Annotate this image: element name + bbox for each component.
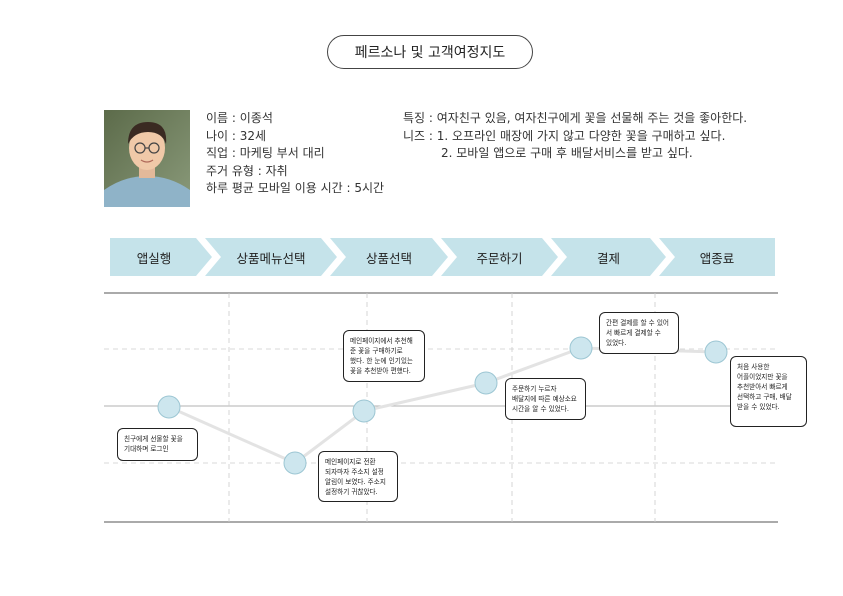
note-payment: 간편 결제를 할 수 있어 서 빠르게 결제할 수 있었다.	[599, 312, 679, 354]
step-product-menu: 상품메뉴선택	[205, 238, 337, 276]
journey-node-product-select	[352, 399, 376, 423]
journey-node-order	[474, 371, 498, 395]
step-label: 앱실행	[136, 250, 172, 266]
note-product-menu: 메인페이지로 전환 되자마자 주소지 설정 알림이 보였다. 주소지 설정하기 …	[318, 451, 398, 502]
persona-job: 직업 : 마케팅 부서 대리	[206, 146, 325, 160]
persona-name: 이름 : 이종석	[206, 111, 273, 125]
persona-housing: 주거 유형 : 자취	[206, 163, 288, 178]
persona-need-1: 니즈 : 1. 오프라인 매장에 가지 않고 다양한 꽃을 구매하고 싶다.	[403, 128, 726, 143]
journey-node-app-exit	[704, 340, 728, 364]
journey-emotion-curve	[168, 346, 717, 465]
step-app-launch: 앱실행	[110, 238, 212, 276]
journey-node-product-menu	[283, 451, 307, 475]
persona-basic-info: 이름 : 이종석 나이 : 32세 직업 : 마케팅 부서 대리 주거 유형 :…	[206, 110, 384, 198]
persona-need-2: 2. 모바일 앱으로 구매 후 배달서비스를 받고 싶다.	[441, 146, 693, 160]
step-chevron-shape	[659, 238, 775, 276]
step-chevron-shape	[441, 238, 558, 276]
step-label: 주문하기	[476, 250, 523, 266]
note-order: 주문하기 누르자 배달지에 따른 예상소요 시간을 알 수 있었다.	[505, 378, 586, 420]
persona-avatar	[104, 110, 190, 207]
note-app-launch: 친구에게 선물할 꽃을 기대하며 로그인	[117, 428, 198, 461]
step-chevron-shape	[110, 238, 212, 276]
step-chevron-shape	[330, 238, 448, 276]
step-chevron-shape	[551, 238, 666, 276]
step-label: 결제	[596, 250, 620, 266]
step-app-exit: 앱종료	[659, 238, 775, 276]
step-order: 주문하기	[441, 238, 558, 276]
note-product-select: 메인페이지에서 추천해 준 꽃을 구매하기로 했다. 한 눈에 인기있는 꽃을 …	[343, 330, 425, 382]
journey-node-payment	[569, 336, 593, 360]
step-label: 앱종료	[699, 250, 735, 266]
persona-age: 나이 : 32세	[206, 128, 267, 143]
step-payment: 결제	[551, 238, 666, 276]
step-label: 상품선택	[365, 250, 412, 266]
persona-traits: 특징 : 여자친구 있음, 여자친구에게 꽃을 선물해 주는 것을 좋아한다. …	[403, 110, 747, 163]
step-chevron-shape	[205, 238, 337, 276]
persona-photo-icon	[104, 110, 190, 207]
page-title-text: 페르소나 및 고객여정지도	[354, 45, 506, 61]
journey-node-app-launch	[157, 395, 181, 419]
page-title: 페르소나 및 고객여정지도	[327, 35, 533, 69]
persona-mobile-time: 하루 평균 모바일 이용 시간 : 5시간	[206, 181, 385, 195]
persona-trait: 특징 : 여자친구 있음, 여자친구에게 꽃을 선물해 주는 것을 좋아한다.	[403, 111, 748, 125]
step-label: 상품메뉴선택	[236, 250, 306, 266]
note-app-exit: 처음 사용한 어플이었지만 꽃을 추천받아서 빠르게 선택하고 구매, 배달 받…	[730, 356, 807, 427]
step-product-select: 상품선택	[330, 238, 448, 276]
